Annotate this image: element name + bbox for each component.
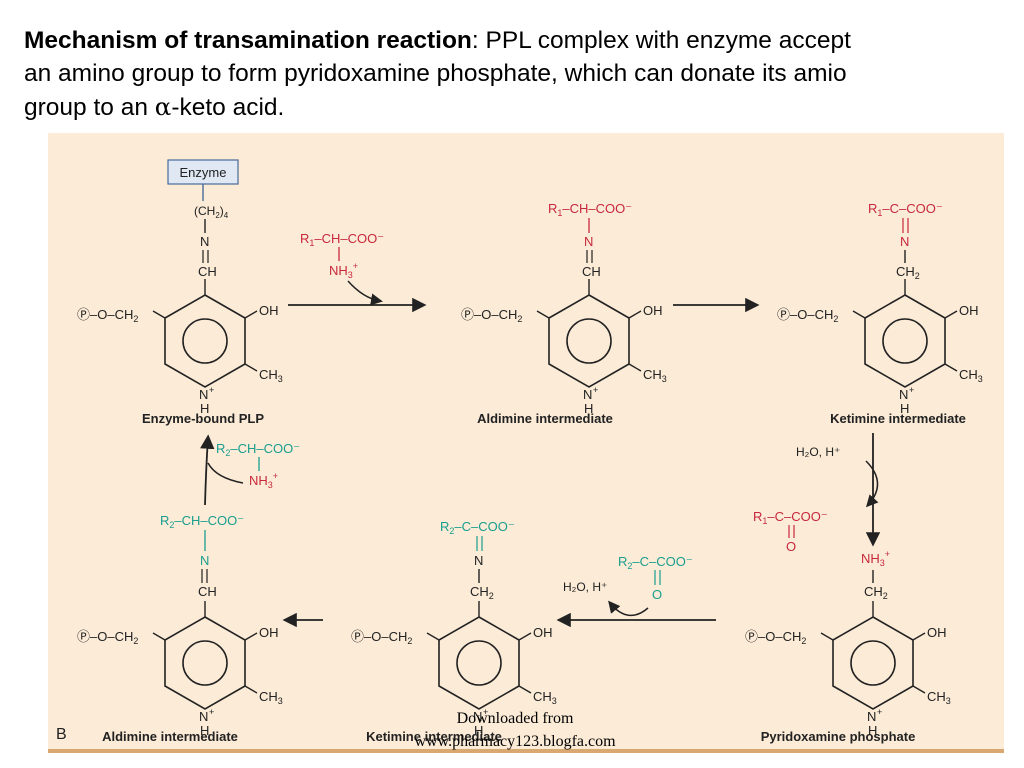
svg-text:R2–C–COO⁻: R2–C–COO⁻ <box>618 554 693 571</box>
structure-enzyme-bound-plp: Enzyme (CH2)4 N CH Enzyme-bound PLP <box>76 159 284 426</box>
footer-line1: Downloaded from <box>456 710 574 727</box>
title-colon: : <box>471 27 479 54</box>
regeneration-step: R2–CH–COO⁻ NH3+ <box>200 434 300 506</box>
reagent-water-h-2: H₂O, H⁺ <box>563 580 607 594</box>
structure-ketimine-2: R2–C–COO⁻ N CH2 Ketimine intermediate <box>350 519 558 744</box>
svg-text:N: N <box>474 553 483 568</box>
hydrolysis-step-1: H₂O, H⁺ R1–C–COO⁻ O <box>753 433 881 554</box>
title-line2: an amino group to form pyridoxamine phos… <box>24 60 847 87</box>
label-enzyme-bound-plp: Enzyme-bound PLP <box>142 411 264 426</box>
label-ketimine-2: Ketimine intermediate <box>366 729 502 744</box>
structure-aldimine-2: R2–CH–COO⁻ N CH Aldimine intermediate <box>76 513 284 744</box>
diagram-background <box>48 133 1004 753</box>
panel-letter: B <box>56 726 67 743</box>
transamination-diagram: OH CH3 N + H Ⓟ–O–CH2 Enzyme (CH2)4 N CH … <box>48 133 1004 753</box>
reagent-water-h-1: H₂O, H⁺ <box>796 445 840 459</box>
label-pyridoxamine: Pyridoxamine phosphate <box>761 729 916 744</box>
alpha-symbol: α <box>154 92 172 121</box>
svg-text:O: O <box>652 587 662 602</box>
svg-text:N: N <box>200 234 209 249</box>
svg-text:R1–C–COO⁻: R1–C–COO⁻ <box>868 201 943 218</box>
structure-ketimine-1: R1–C–COO⁻ N CH2 Ketimine intermediate <box>776 201 984 426</box>
svg-text:CH2: CH2 <box>864 584 888 601</box>
slide-title: Mechanism of transamination reaction: PP… <box>24 24 1009 124</box>
enzyme-label: Enzyme <box>180 165 227 180</box>
svg-text:CH: CH <box>582 264 601 279</box>
svg-text:R2–C–COO⁻: R2–C–COO⁻ <box>440 519 515 536</box>
title-line3-prefix: group to an <box>24 94 155 121</box>
label-ketimine-1: Ketimine intermediate <box>830 411 966 426</box>
svg-text:N: N <box>584 234 593 249</box>
reactant-amino-acid-r1: R1–CH–COO⁻ NH3+ <box>300 231 384 306</box>
svg-text:R1–CH–COO⁻: R1–CH–COO⁻ <box>548 201 632 218</box>
svg-text:CH: CH <box>198 264 217 279</box>
svg-text:R1–C–COO⁻: R1–C–COO⁻ <box>753 509 828 526</box>
svg-text:N: N <box>900 234 909 249</box>
svg-text:R1–CH–COO⁻: R1–CH–COO⁻ <box>300 231 384 248</box>
svg-text:CH2: CH2 <box>470 584 494 601</box>
title-line3-suffix: -keto acid. <box>171 94 285 121</box>
reactant-keto-acid-r2: R2–C–COO⁻ O H₂O, H⁺ <box>563 554 693 617</box>
label-aldimine-1: Aldimine intermediate <box>477 411 613 426</box>
svg-text:R2–CH–COO⁻: R2–CH–COO⁻ <box>216 441 300 458</box>
source-footer: Downloaded from www.pharmacy123.blogfa.c… <box>370 707 660 753</box>
title-bold: Mechanism of transamination reaction <box>24 27 472 54</box>
title-line1: PPL complex with enzyme accept <box>478 27 851 54</box>
svg-text:O: O <box>786 539 796 554</box>
svg-text:CH2: CH2 <box>896 264 920 281</box>
label-aldimine-2: Aldimine intermediate <box>102 729 238 744</box>
svg-text:CH: CH <box>198 584 217 599</box>
svg-text:(CH2)4: (CH2)4 <box>194 204 229 220</box>
svg-text:R2–CH–COO⁻: R2–CH–COO⁻ <box>160 513 244 530</box>
svg-text:N: N <box>200 553 209 568</box>
footer-line2: www.pharmacy123.blogfa.com <box>414 733 616 750</box>
structure-aldimine-1: R1–CH–COO⁻ N CH Aldimine intermediate <box>460 201 668 426</box>
